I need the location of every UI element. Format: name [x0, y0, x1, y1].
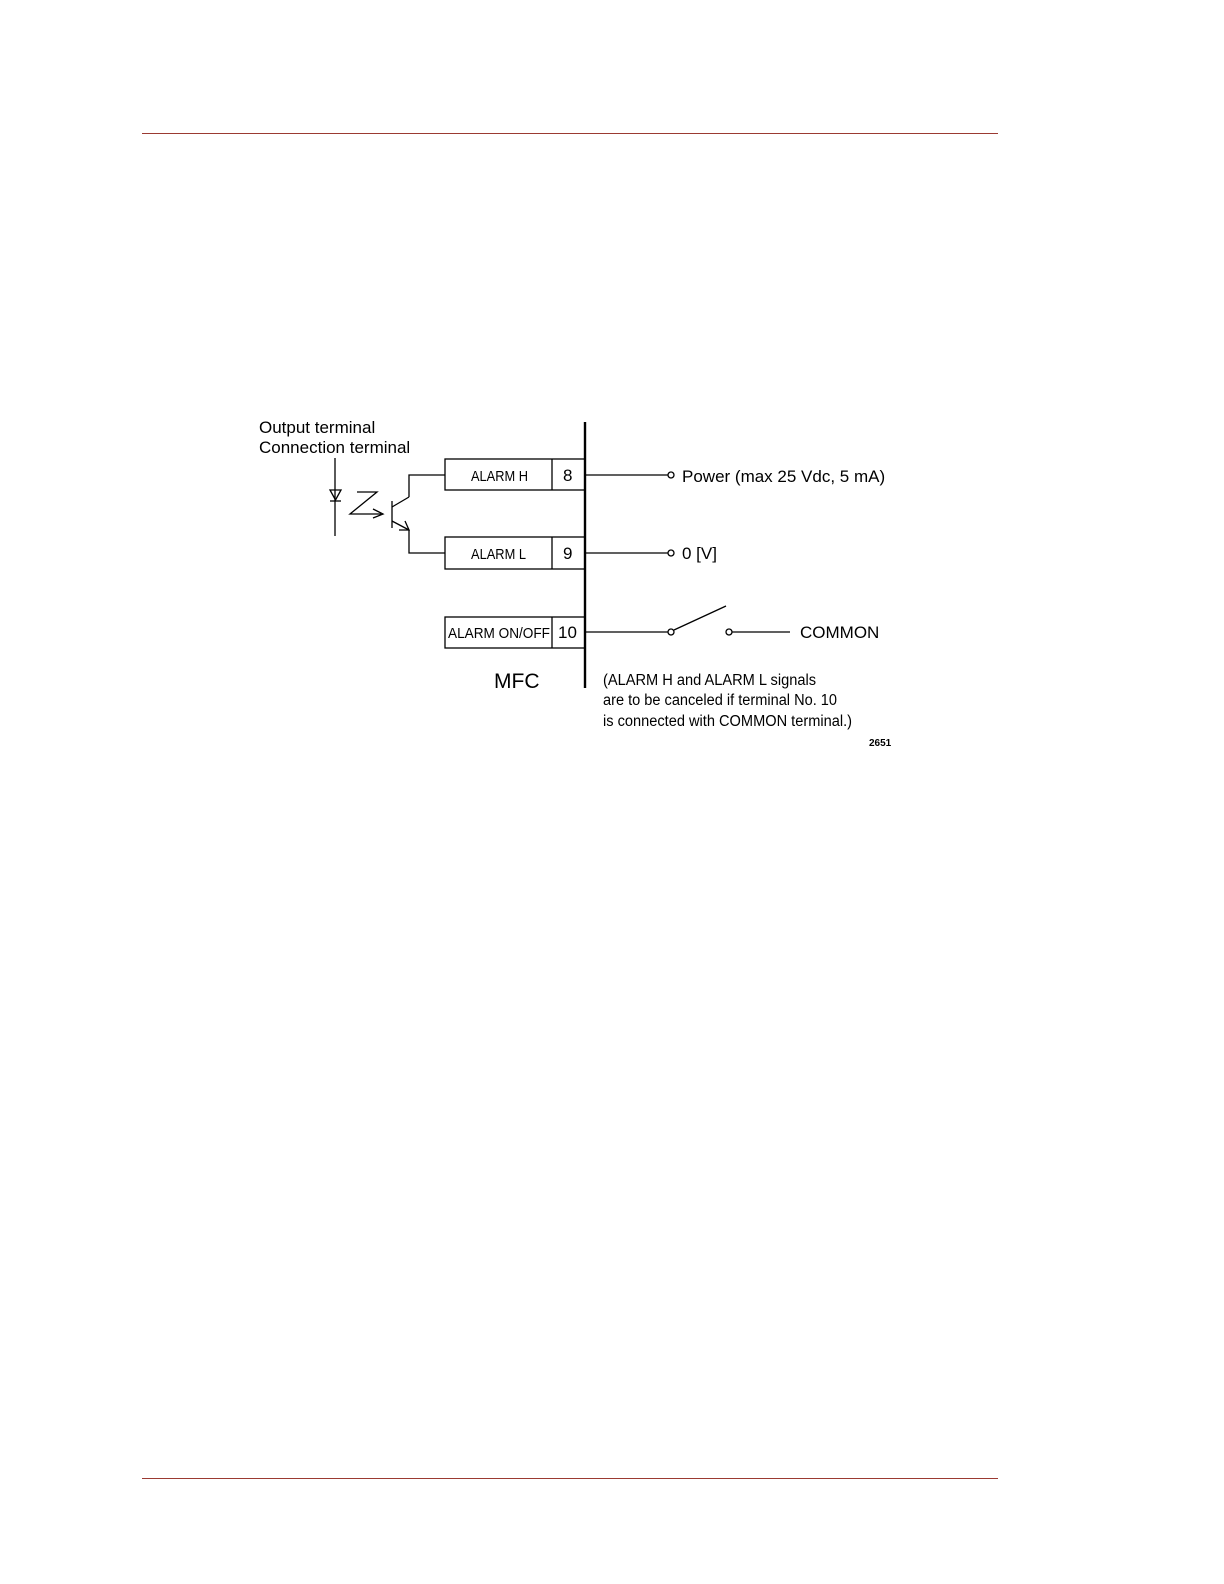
switch-node-right — [726, 629, 732, 635]
terminal-name-alarm-onoff: ALARM ON/OFF — [448, 625, 550, 642]
mfc-label: MFC — [494, 670, 540, 693]
collector-lead — [392, 497, 409, 507]
terminal-node-0v — [668, 550, 674, 556]
note-line-3: is connected with COMMON terminal.) — [603, 713, 852, 730]
note-line-2: are to be canceled if terminal No. 10 — [603, 692, 837, 709]
note-line-1: (ALARM H and ALARM L signals — [603, 672, 816, 689]
terminal-number-9: 9 — [563, 544, 572, 563]
terminal-number-10: 10 — [558, 623, 577, 642]
power-label: Power (max 25 Vdc, 5 mA) — [682, 467, 885, 486]
terminal-name-alarm-h: ALARM H — [471, 468, 528, 485]
terminal-node-power — [668, 472, 674, 478]
switch-blade — [674, 606, 726, 630]
terminal-number-8: 8 — [563, 466, 572, 485]
figure-code: 2651 — [869, 738, 892, 749]
connection-terminal-label: Connection terminal — [259, 438, 410, 457]
common-label: COMMON — [800, 623, 879, 642]
switch-node-left — [668, 629, 674, 635]
zero-volt-label: 0 [V] — [682, 544, 717, 563]
output-terminal-label: Output terminal — [259, 418, 375, 437]
terminal-name-alarm-l: ALARM L — [471, 546, 526, 563]
